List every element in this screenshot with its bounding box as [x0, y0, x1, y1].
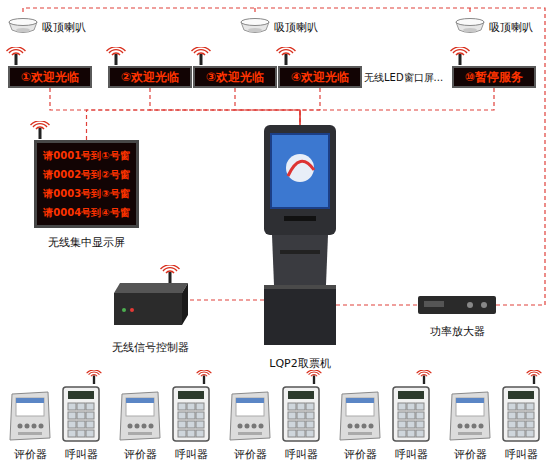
device-label: 呼叫器	[505, 448, 538, 461]
device-node: 功率放大器	[418, 294, 496, 338]
antenna-icon	[31, 121, 50, 139]
device-label: 呼叫器	[285, 448, 318, 461]
device-label: 评价器	[14, 448, 47, 461]
central-display: 请0001号到①号窗请0002号到②号窗请0003号到③号窗请0004号到④号窗…	[34, 140, 139, 249]
led-window-screen: ⑩暂停服务	[452, 66, 536, 88]
speaker-label: 吸顶喇叭	[274, 21, 318, 34]
controller-figure	[114, 265, 188, 325]
dashed-connector	[50, 88, 300, 125]
display-row: 请0003号到③号窗	[41, 184, 132, 203]
kiosk-figure	[264, 125, 336, 345]
device-caption: LQP2取票机	[269, 357, 330, 370]
led-window-screen: ③欢迎光临	[193, 66, 277, 88]
display-frame: 请0001号到①号窗请0002号到②号窗请0003号到③号窗请0004号到④号窗	[34, 140, 139, 228]
ceiling-speaker	[241, 19, 269, 33]
antenna-icon	[107, 47, 126, 65]
screen-text: ③欢迎光临	[206, 70, 264, 84]
device-label: 呼叫器	[395, 448, 428, 461]
device-node: 无线信号控制器	[110, 262, 190, 354]
device-label: 无线信号控制器	[112, 341, 189, 354]
screen-group-label: 无线LED窗口屏...	[364, 71, 443, 84]
display-row: 请0004号到④号窗	[41, 203, 132, 222]
dashed-connector	[336, 304, 418, 305]
dashed-connector	[300, 88, 320, 125]
device-caption: 无线信号控制器	[112, 341, 189, 354]
speaker-label: 吸顶喇叭	[489, 21, 533, 34]
device-label: 呼叫器	[175, 448, 208, 461]
speaker-label: 吸顶喇叭	[42, 21, 86, 34]
ceiling-speaker	[456, 19, 484, 33]
dashed-connector	[300, 88, 494, 125]
device-label: 功率放大器	[430, 325, 485, 338]
display-row: 请0001号到①号窗	[41, 146, 132, 165]
ceiling-speaker	[9, 19, 37, 33]
dashed-connector	[190, 299, 264, 300]
device-label: 呼叫器	[65, 448, 98, 461]
speaker-wire	[23, 8, 545, 305]
screen-text: ⑩暂停服务	[465, 70, 523, 84]
device-node: LQP2取票机	[264, 125, 336, 370]
led-window-screen: ②欢迎光临	[108, 66, 192, 88]
device-label: 评价器	[124, 448, 157, 461]
antenna-icon	[192, 47, 211, 65]
display-caption: 无线集中显示屏	[34, 236, 139, 249]
antenna-icon	[7, 47, 26, 65]
terminal-devices	[10, 370, 541, 441]
dashed-connector	[235, 88, 300, 125]
amplifier-figure	[418, 296, 496, 314]
led-window-screen: ④欢迎光临	[278, 66, 362, 88]
device-label: LQP2取票机	[269, 357, 330, 370]
antenna-icon	[277, 47, 296, 65]
dashed-connector	[87, 110, 301, 140]
screen-text: ②欢迎光临	[121, 70, 179, 84]
device-label: 评价器	[344, 448, 377, 461]
antenna-icon	[451, 47, 470, 65]
screen-text: ①欢迎光临	[21, 70, 79, 84]
device-label: 评价器	[454, 448, 487, 461]
screen-text: ④欢迎光临	[291, 70, 349, 84]
led-window-screen: ①欢迎光临	[8, 66, 92, 88]
display-row: 请0002号到②号窗	[41, 165, 132, 184]
device-label: 评价器	[234, 448, 267, 461]
dashed-connector	[150, 88, 300, 125]
device-caption: 功率放大器	[430, 325, 485, 338]
